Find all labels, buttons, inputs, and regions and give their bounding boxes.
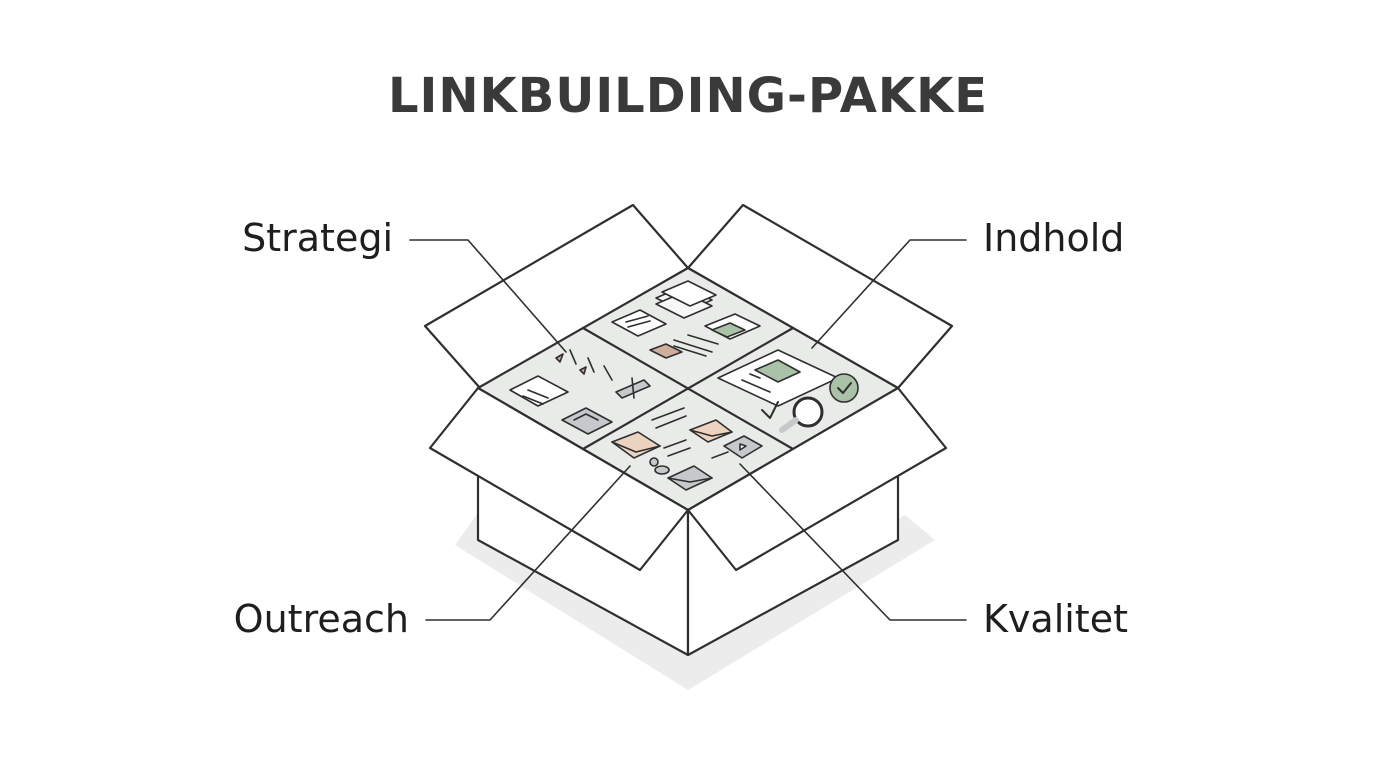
leader-outreach bbox=[425, 465, 631, 621]
flap-front-right bbox=[686, 386, 948, 572]
outreach-icon bbox=[611, 407, 763, 491]
label-strategi: Strategi bbox=[242, 216, 393, 260]
divider-2 bbox=[581, 326, 795, 451]
leader-indhold bbox=[811, 239, 967, 349]
leader-kvalitet bbox=[739, 463, 967, 621]
label-outreach: Outreach bbox=[233, 597, 409, 641]
flap-front-left bbox=[428, 386, 690, 572]
leader-strategi bbox=[409, 239, 567, 353]
label-indhold: Indhold bbox=[983, 216, 1125, 260]
label-kvalitet: Kvalitet bbox=[983, 597, 1128, 641]
diagram-title: LINKBUILDING-PAKKE bbox=[387, 68, 989, 124]
strategy-icon bbox=[509, 349, 651, 435]
content-icon bbox=[717, 349, 859, 433]
documents-icon bbox=[611, 280, 761, 359]
